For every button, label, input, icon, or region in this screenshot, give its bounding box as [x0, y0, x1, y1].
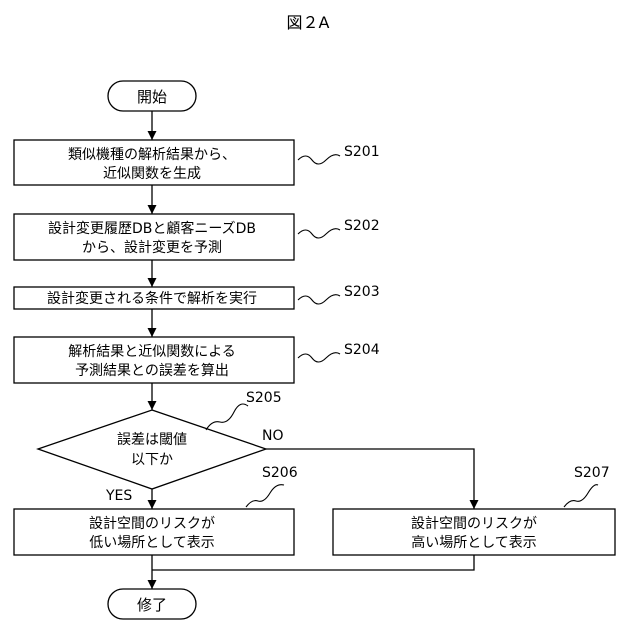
- step-s207-id: S207: [574, 465, 610, 481]
- figure-title: 図２A: [287, 13, 330, 32]
- step-s204: 解析結果と近似関数による 予測結果との誤差を算出 S204: [14, 337, 380, 383]
- step-s207-line-1: 設計空間のリスクが: [411, 516, 537, 532]
- leader-s201: [298, 155, 340, 164]
- step-s201-line-1: 類似機種の解析結果から、: [68, 147, 236, 163]
- step-s206-line-1: 設計空間のリスクが: [89, 516, 215, 532]
- step-s202-line-1: 設計変更履歴DBと顧客ニーズDB: [48, 220, 256, 237]
- decision-line-2: 以下か: [131, 452, 173, 468]
- step-s207-line-2: 高い場所として表示: [411, 534, 537, 551]
- step-s201-id: S201: [344, 144, 380, 160]
- step-s203-line-1: 設計変更される条件で解析を実行: [47, 290, 257, 307]
- step-s203: 設計変更される条件で解析を実行 S203: [14, 284, 380, 309]
- step-s204-line-1: 解析結果と近似関数による: [68, 344, 236, 360]
- step-s204-id: S204: [344, 342, 380, 358]
- step-s201: 類似機種の解析結果から、 近似関数を生成 S201: [14, 140, 380, 185]
- start-label: 開始: [137, 88, 167, 106]
- connector-s207-merge: [152, 555, 474, 570]
- leader-s202: [298, 229, 340, 238]
- end-label: 修了: [137, 596, 167, 614]
- step-s206-line-2: 低い場所として表示: [89, 535, 215, 551]
- step-s203-id: S203: [344, 284, 380, 300]
- step-s206-id: S206: [262, 465, 298, 481]
- decision-line-1: 誤差は閾値: [117, 432, 187, 448]
- step-s201-line-2: 近似関数を生成: [103, 166, 201, 182]
- decision-yes-label: YES: [105, 488, 132, 504]
- step-s204-line-2: 予測結果との誤差を算出: [75, 363, 229, 379]
- leader-s204: [298, 353, 340, 362]
- leader-s206: [246, 485, 284, 507]
- step-s202-id: S202: [344, 218, 380, 234]
- decision-no-label: NO: [262, 428, 284, 444]
- leader-s207: [564, 485, 598, 507]
- start-terminal: 開始: [108, 81, 196, 111]
- decision-id: S205: [246, 390, 282, 406]
- decision-s205: 誤差は閾値 以下か S205 NO YES: [38, 390, 284, 504]
- leader-s205: [206, 404, 248, 430]
- end-terminal: 修了: [108, 589, 196, 619]
- leader-s203: [298, 295, 340, 304]
- step-s202: 設計変更履歴DBと顧客ニーズDB から、設計変更を予測 S202: [14, 214, 380, 260]
- step-s202-line-2: から、設計変更を予測: [82, 239, 222, 256]
